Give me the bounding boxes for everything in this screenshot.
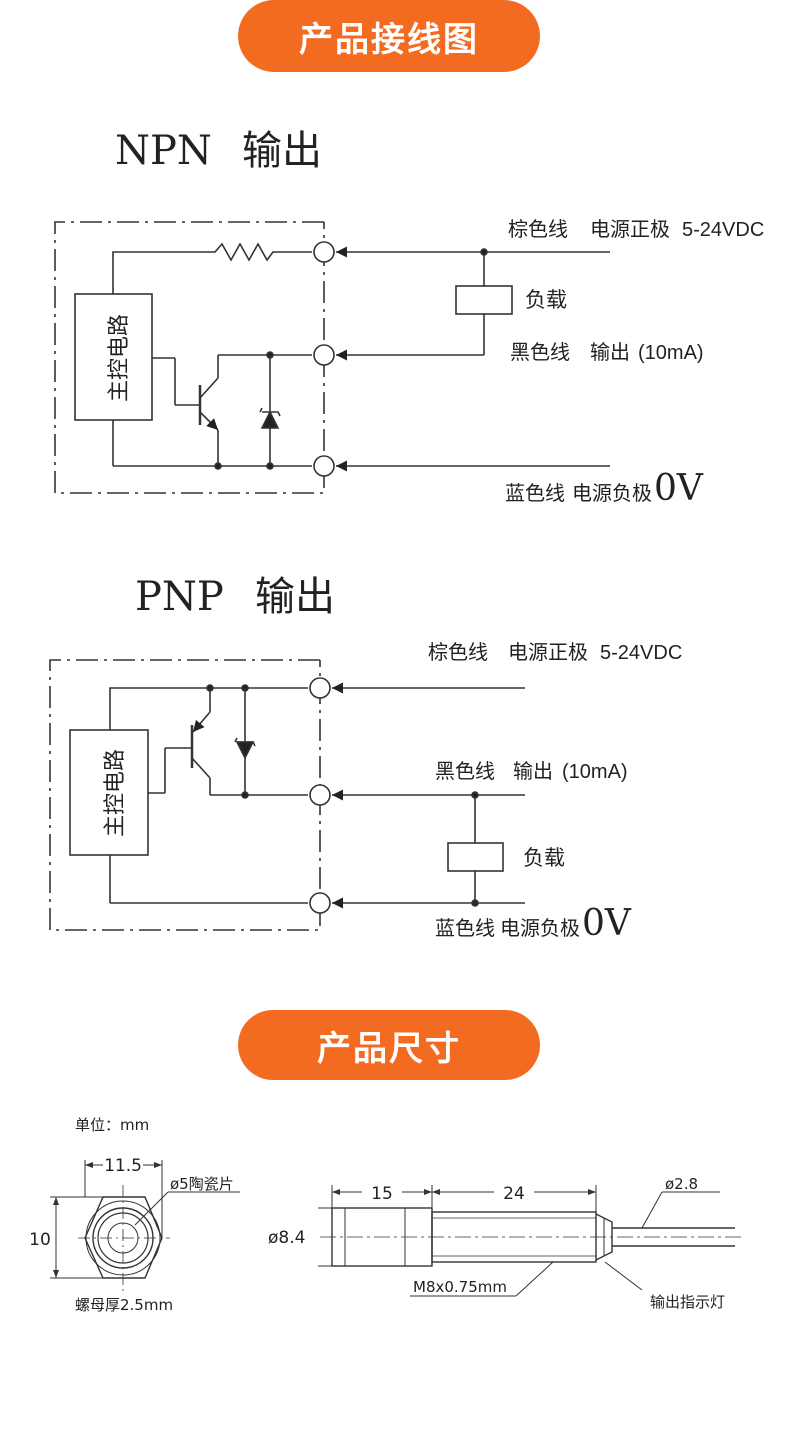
nut-width-label-bg [103,1156,143,1174]
thread-label: M8x0.75mm [413,1278,507,1296]
wiring-section-title: 产品接线图 [299,19,479,60]
pnp-title-type: PNP [135,574,224,620]
cable-diameter-label: ø2.8 [665,1175,698,1193]
npn-load-box [455,285,513,315]
pnp-terminal-blue [309,892,331,914]
len-body-label-bg [494,1182,534,1202]
npn-main-circuit-label: 主控电路 [107,314,132,402]
pnp-zener-diode [235,741,255,760]
pnp-black-wire: 黑色线 [435,759,495,783]
npn-blue-voltage: 0V [654,468,704,509]
pnp-brown-voltage: 5-24VDC [600,642,682,664]
npn-enclosure [54,221,325,494]
pnp-terminal-black [309,784,331,806]
npn-terminal-blue [313,455,335,477]
nut-drawing [50,1160,240,1292]
pnp-load-label: 负载 [523,846,565,870]
npn-blue-wire: 蓝色线 [505,481,565,505]
pnp-black-current: (10mA) [562,761,628,783]
pnp-labels: 棕色线 电源正极 5-24VDC 黑色线 输出 (10mA) 负载 蓝色线 电源… [428,640,682,944]
npn-load-label: 负载 [525,288,567,312]
pnp-brown-wire: 棕色线 [428,640,488,664]
pnp-terminal-brown [309,677,331,699]
npn-title-type: NPN [115,128,212,174]
npn-black-wire: 黑色线 [510,340,570,364]
pnp-blue-voltage: 0V [582,903,632,944]
dimensions-section-title: 产品尺寸 [317,1028,461,1069]
body-diameter-label: ø8.4 [268,1228,305,1248]
ceramic-label: ø5陶瓷片 [170,1175,234,1193]
wiring-section-banner: 产品接线图 [238,0,540,72]
npn-labels: 棕色线 电源正极 5-24VDC 负载 黑色线 输出 (10mA) 蓝色线 电源… [505,217,764,509]
indicator-label: 输出指示灯 [650,1293,725,1311]
nut-thickness-label: 螺母厚2.5mm [75,1296,173,1314]
len-head-label: 15 [371,1184,393,1204]
npn-blue-desc: 电源负极 [572,481,652,505]
pnp-main-circuit-label: 主控电路 [103,749,128,837]
npn-zener-diode [260,410,280,429]
pnp-title-word: 输出 [255,574,335,620]
npn-resistor [112,242,312,294]
npn-title-word: 输出 [242,128,322,174]
pnp-blue-wire: 蓝色线 [435,916,495,940]
nut-height-label: 10 [29,1230,51,1250]
npn-diagram: NPN 输出 主控电路 [54,128,610,494]
npn-terminal-brown [313,241,335,263]
pnp-brown-desc: 电源正极 [508,640,588,664]
npn-brown-voltage: 5-24VDC [682,219,764,241]
len-head-label-bg [362,1182,402,1202]
pnp-enclosure [49,659,321,931]
npn-brown-wire: 棕色线 [508,217,568,241]
pnp-blue-desc: 电源负极 [500,916,580,940]
pnp-diagram: PNP 输出 主控电路 [49,574,525,931]
npn-terminal-black [313,344,335,366]
nut-height-label-bg [28,1228,52,1248]
pnp-black-desc: 输出 [513,759,553,783]
npn-black-desc: 输出 [590,340,630,364]
npn-brown-desc: 电源正极 [590,217,670,241]
pnp-load-box [447,842,504,872]
nut-width-label: 11.5 [104,1156,142,1176]
len-body-label: 24 [503,1184,525,1204]
npn-black-current: (10mA) [638,342,704,364]
sensor-drawing [318,1185,745,1297]
unit-label: 单位：mm [75,1116,149,1134]
dimensions-section-banner: 产品尺寸 [238,1010,540,1080]
